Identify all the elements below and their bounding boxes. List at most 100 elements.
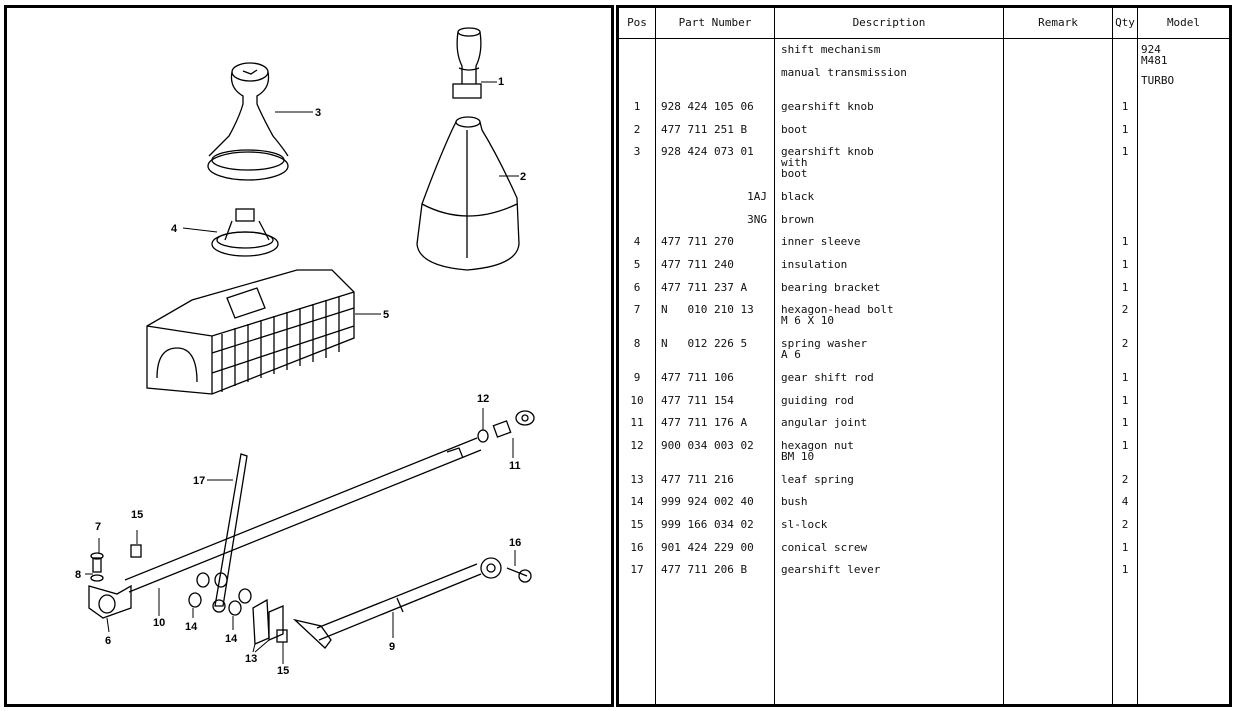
row-description: sl-lock — [781, 518, 828, 531]
col-divider — [774, 8, 775, 704]
row-description: gear shift rod — [781, 371, 874, 384]
row-description: shift mechanism — [781, 43, 881, 56]
row-part-number: 900 034 003 02 — [661, 439, 754, 452]
row-pos: 12 — [630, 439, 644, 452]
callout-12: 12 — [477, 393, 489, 405]
row-description: hexagon-head bolt M 6 X 10 — [781, 303, 894, 327]
diagram-drawing: 1 2 3 4 5 12 11 17 7 15 8 6 10 14 14 13 … — [75, 27, 535, 677]
header-qty: Qty — [1115, 16, 1135, 29]
callout-5: 5 — [383, 309, 389, 321]
part-gear-shift-rod — [292, 557, 532, 649]
row-pos: 15 — [630, 518, 644, 531]
callout-3: 3 — [315, 107, 321, 119]
header-part-number: Part Number — [678, 16, 752, 29]
callout-4: 4 — [171, 223, 178, 235]
row-pos: 9 — [633, 371, 641, 384]
row-description: hexagon nut BM 10 — [781, 439, 854, 463]
callout-14-right: 14 — [225, 633, 238, 645]
col-divider — [1003, 8, 1004, 704]
row-part-number: 999 924 002 40 — [661, 495, 754, 508]
row-description: brown — [781, 213, 815, 226]
part-guiding-rod — [124, 437, 482, 593]
callout-1: 1 — [498, 76, 504, 88]
row-qty: 1 — [1121, 371, 1129, 384]
row-part-number: 477 711 206 B — [661, 563, 748, 576]
row-part-number: N 012 226 5 — [661, 337, 748, 350]
part-knob-with-boot — [207, 62, 289, 181]
row-part-number: 928 424 105 06 — [661, 100, 754, 113]
part-leaf-springs — [252, 598, 284, 645]
parts-table: Pos Part Number Description Remark Qty M… — [616, 5, 1232, 707]
row-description: gearshift knob — [781, 100, 874, 113]
row-qty: 1 — [1121, 439, 1129, 452]
part-bushes — [188, 572, 252, 616]
row-pos: 8 — [633, 337, 641, 350]
callout-7: 7 — [95, 521, 101, 533]
row-description: insulation — [781, 258, 848, 271]
callout-2: 2 — [520, 171, 526, 183]
row-description: inner sleeve — [781, 235, 861, 248]
part-gearshift-lever — [212, 453, 248, 613]
callout-9: 9 — [389, 641, 395, 653]
callout-6: 6 — [105, 635, 111, 647]
col-divider — [1112, 8, 1113, 704]
row-qty: 2 — [1121, 473, 1129, 486]
callout-16: 16 — [509, 537, 521, 549]
callout-15-top: 15 — [131, 509, 143, 521]
row-description: manual transmission — [781, 66, 907, 79]
row-description: guiding rod — [781, 394, 854, 407]
row-pos: 6 — [633, 281, 641, 294]
row-part-number: 901 424 229 00 — [661, 541, 754, 554]
col-divider — [655, 8, 656, 704]
callout-14-left: 14 — [185, 621, 198, 633]
row-part-number: 477 711 176 A — [661, 416, 748, 429]
row-pos: 16 — [630, 541, 644, 554]
row-part-number: 477 711 237 A — [661, 281, 748, 294]
row-qty: 1 — [1121, 394, 1129, 407]
row-part-number: 477 711 251 B — [661, 123, 748, 136]
row-qty: 1 — [1121, 145, 1129, 158]
row-description: angular joint — [781, 416, 868, 429]
row-qty: 1 — [1121, 235, 1129, 248]
callout-17: 17 — [193, 475, 205, 487]
row-part-number: 477 711 270 — [661, 235, 734, 248]
row-qty: 2 — [1121, 303, 1129, 316]
row-qty: 1 — [1121, 123, 1129, 136]
row-part-number: 999 166 034 02 — [661, 518, 754, 531]
row-description: conical screw — [781, 541, 868, 554]
row-pos: 11 — [630, 416, 644, 429]
part-gearshift-knob — [452, 27, 482, 99]
row-model: 924 M481 — [1141, 43, 1168, 67]
row-qty: 1 — [1121, 416, 1129, 429]
row-qty: 1 — [1121, 100, 1129, 113]
row-part-number: N 010 210 13 — [661, 303, 754, 316]
leader-lines — [85, 81, 519, 664]
callout-15-bottom: 15 — [277, 665, 289, 677]
callout-10: 10 — [153, 617, 165, 629]
row-qty: 1 — [1121, 541, 1129, 554]
row-pos: 14 — [630, 495, 644, 508]
part-bearing-bracket — [88, 552, 132, 619]
row-part-number: 477 711 216 — [661, 473, 734, 486]
row-description: bearing bracket — [781, 281, 881, 294]
row-pos: 2 — [633, 123, 641, 136]
row-pos: 3 — [633, 145, 641, 158]
part-sl-lock-top — [130, 544, 142, 558]
header-pos: Pos — [627, 16, 647, 29]
row-description: gearshift lever — [781, 563, 881, 576]
header-model: Model — [1166, 16, 1201, 29]
callout-13: 13 — [245, 653, 257, 665]
row-part-number: 477 711 240 — [661, 258, 734, 271]
row-part-number: 477 711 154 — [661, 394, 734, 407]
row-description: bush — [781, 495, 808, 508]
col-divider — [1137, 8, 1138, 704]
row-pos: 7 — [633, 303, 641, 316]
row-pos: 1 — [633, 100, 641, 113]
part-nut-joint — [477, 410, 535, 443]
row-qty: 1 — [1121, 563, 1129, 576]
row-qty: 1 — [1121, 281, 1129, 294]
header-remark: Remark — [1038, 16, 1078, 29]
row-part-number: 3NG — [747, 213, 767, 226]
header-description: Description — [852, 16, 926, 29]
part-boot — [416, 116, 520, 271]
